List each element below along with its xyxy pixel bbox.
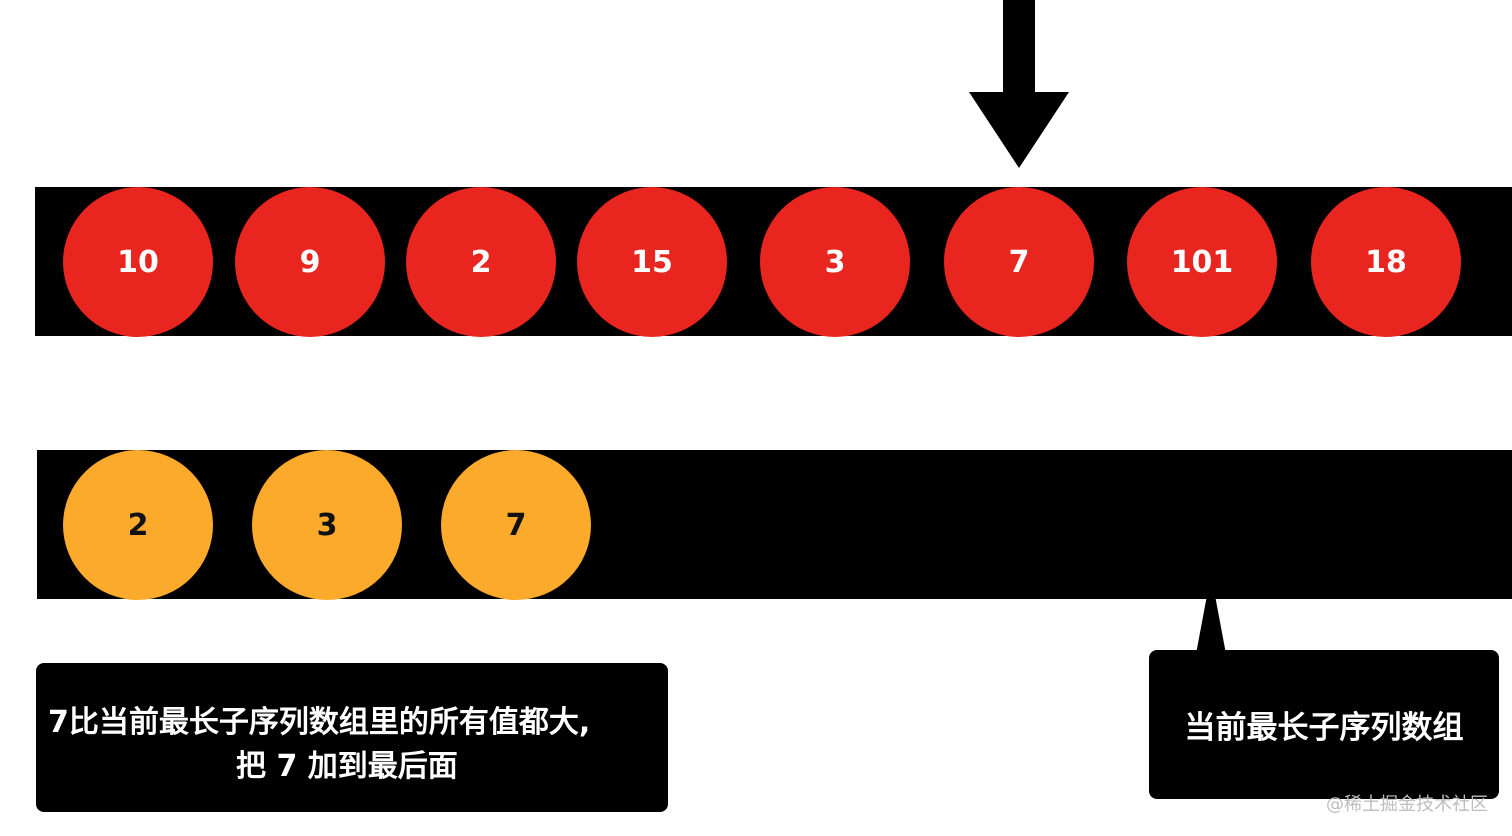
input-element-value: 18 xyxy=(1365,244,1407,280)
explanation-callout: 7比当前最长子序列数组里的所有值都大, 把 7 加到最后面 xyxy=(36,663,668,812)
subsequence-label-text: 当前最长子序列数组 xyxy=(1184,710,1464,746)
explanation-line-2: 把 7 加到最后面 xyxy=(236,749,458,784)
subsequence-element-value: 2 xyxy=(127,507,149,543)
input-element-value: 15 xyxy=(631,244,673,280)
watermark: @稀土掘金技术社区 xyxy=(1326,794,1488,815)
subsequence-element-1: 3 xyxy=(252,450,402,600)
input-element-value: 10 xyxy=(117,244,159,280)
pointer-arrow-head xyxy=(969,92,1069,168)
pointer-arrow-shaft xyxy=(1003,0,1035,95)
subsequence-element-value: 7 xyxy=(505,507,527,543)
subsequence-element-value: 3 xyxy=(316,507,338,543)
input-element-6: 101 xyxy=(1127,187,1277,337)
input-element-value: 101 xyxy=(1170,244,1234,280)
subsequence-element-0: 2 xyxy=(63,450,213,600)
input-element-3: 15 xyxy=(577,187,727,337)
input-element-0: 10 xyxy=(63,187,213,337)
input-element-value: 9 xyxy=(299,244,321,280)
input-element-5-current: 7 xyxy=(944,187,1094,337)
input-element-7: 18 xyxy=(1311,187,1461,337)
subsequence-label-callout: 当前最长子序列数组 xyxy=(1149,650,1499,799)
input-element-4: 3 xyxy=(760,187,910,337)
input-element-value: 3 xyxy=(824,244,846,280)
subsequence-label-pointer xyxy=(1196,598,1226,654)
input-element-value: 7 xyxy=(1008,244,1030,280)
subsequence-element-2: 7 xyxy=(441,450,591,600)
input-element-1: 9 xyxy=(235,187,385,337)
input-element-value: 2 xyxy=(470,244,492,280)
input-element-2: 2 xyxy=(406,187,556,337)
explanation-line-1: 7比当前最长子序列数组里的所有值都大, xyxy=(48,705,591,740)
